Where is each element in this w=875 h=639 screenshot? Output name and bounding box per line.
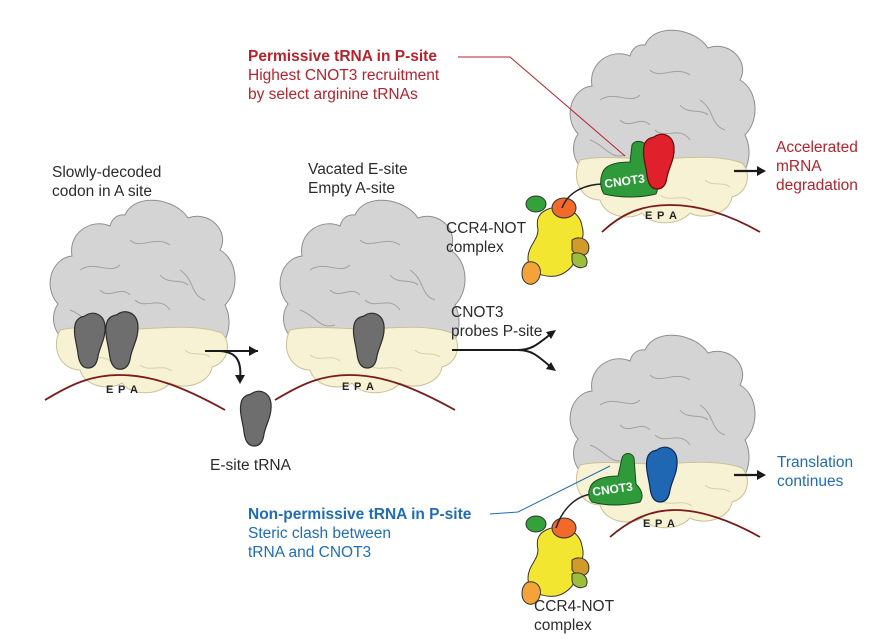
ccr4-not-label-bottom: CCR4-NOT complex	[534, 597, 614, 635]
translation-line1: Translation	[777, 454, 854, 471]
nonpermissive-desc-line2: tRNA and CNOT3	[248, 544, 372, 561]
slow-codon-line2: codon in A site	[52, 183, 152, 200]
nonpermissive-title: Non-permissive tRNA in P-site	[248, 506, 472, 523]
accelerated-line1: Accelerated	[776, 139, 858, 156]
site-label-a-1: A	[130, 384, 138, 396]
site-label-e-3: E	[645, 210, 652, 222]
ribosome-1	[44, 199, 236, 411]
site-label-p-2: P	[354, 381, 361, 393]
accelerated-degradation-label: Accelerated mRNA degradation	[776, 138, 858, 195]
site-label-p-3: P	[657, 210, 664, 222]
ribosome-2	[274, 199, 466, 411]
ccr4-not-bottom-line1: CCR4-NOT	[534, 598, 615, 615]
cnot3-tag-top: CNOT3	[603, 171, 646, 191]
vacated-line1: Vacated E-site	[308, 161, 408, 178]
ccr4-not-bottom-line2: complex	[534, 617, 592, 634]
arrow-split	[452, 332, 553, 369]
cnot3-probes-line2: probes P-site	[451, 323, 543, 340]
ccr4-not-complex-bottom	[521, 515, 590, 605]
slow-codon-label: Slowly-decoded codon in A site	[52, 163, 161, 201]
permissive-desc-line2: by select arginine tRNAs	[248, 86, 418, 103]
nonpermissive-callout: Non-permissive tRNA in P-site Steric cla…	[248, 505, 471, 562]
accelerated-line3: degradation	[776, 177, 858, 194]
linker-top	[561, 183, 605, 209]
linker-bottom	[555, 493, 593, 529]
ribosome-4	[569, 334, 761, 538]
site-label-e-1: E	[106, 384, 113, 396]
cnot3-tag-bottom: CNOT3	[591, 479, 634, 499]
site-label-e-4: E	[643, 518, 650, 530]
cnot3-probes-line1: CNOT3	[451, 304, 504, 321]
cnot3-bottom	[588, 453, 643, 506]
site-label-p-1: P	[118, 384, 125, 396]
vacated-label: Vacated E-site Empty A-site	[308, 160, 408, 198]
callout-permissive	[458, 56, 626, 157]
esite-trna-label: E-site tRNA	[210, 457, 291, 474]
site-label-a-2: A	[366, 381, 374, 393]
permissive-desc-line1: Highest CNOT3 recruitment	[248, 67, 440, 84]
site-label-a-4: A	[667, 518, 675, 530]
translation-line2: continues	[777, 473, 844, 490]
site-label-a-3: A	[669, 210, 677, 222]
cnot3-probes-label: CNOT3 probes P-site	[451, 303, 542, 341]
ribosome-3	[569, 29, 761, 233]
ccr4-not-complex-top	[521, 195, 590, 285]
accelerated-line2: mRNA	[776, 158, 822, 175]
callout-nonpermissive	[489, 465, 611, 515]
released-esite-trna	[239, 390, 272, 447]
vacated-line2: Empty A-site	[308, 180, 395, 197]
slow-codon-line1: Slowly-decoded	[52, 164, 162, 181]
translation-continues-label: Translation continues	[777, 453, 853, 491]
site-label-p-4: P	[655, 518, 662, 530]
site-label-e-2: E	[342, 381, 349, 393]
ccr4-not-label-top: CCR4-NOT complex	[446, 219, 526, 257]
nonpermissive-desc-line1: Steric clash between	[248, 525, 392, 542]
ccr4-not-top-line1: CCR4-NOT	[446, 220, 527, 237]
permissive-title: Permissive tRNA in P-site	[248, 48, 437, 65]
ccr4-not-top-line2: complex	[446, 239, 504, 256]
permissive-callout: Permissive tRNA in P-site Highest CNOT3 …	[248, 47, 439, 104]
